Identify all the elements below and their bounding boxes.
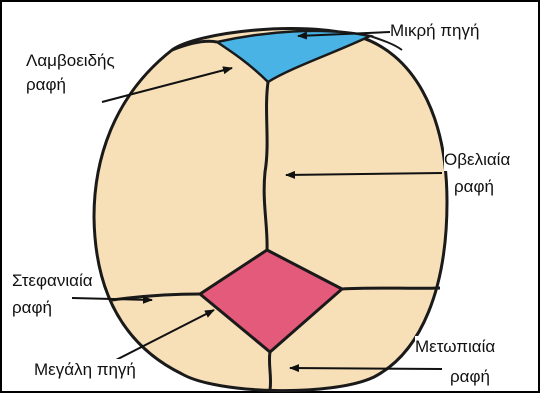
label-metopic-suture-line1: Μετωπιαία — [415, 336, 495, 358]
label-coronal-suture-line1: Στεφανιαία — [12, 270, 93, 292]
label-anterior-fontanelle: Μεγάλη πηγή — [34, 359, 136, 381]
label-sagittal-suture-line2: ραφή — [454, 176, 494, 198]
label-sagittal-suture-line1: Οβελιαία — [444, 149, 510, 171]
label-metopic-suture-line2: ραφή — [450, 366, 490, 388]
arrow-metopic-suture — [290, 368, 442, 369]
label-coronal-suture-line2: ραφή — [12, 297, 52, 319]
metopic-suture — [269, 352, 270, 390]
coronal-suture-right — [342, 288, 440, 289]
label-lambdoid-suture-line1: Λαμβοειδής — [26, 50, 115, 72]
label-posterior-fontanelle: Μικρή πηγή — [390, 20, 479, 42]
label-lambdoid-suture-line2: ραφή — [26, 74, 66, 96]
